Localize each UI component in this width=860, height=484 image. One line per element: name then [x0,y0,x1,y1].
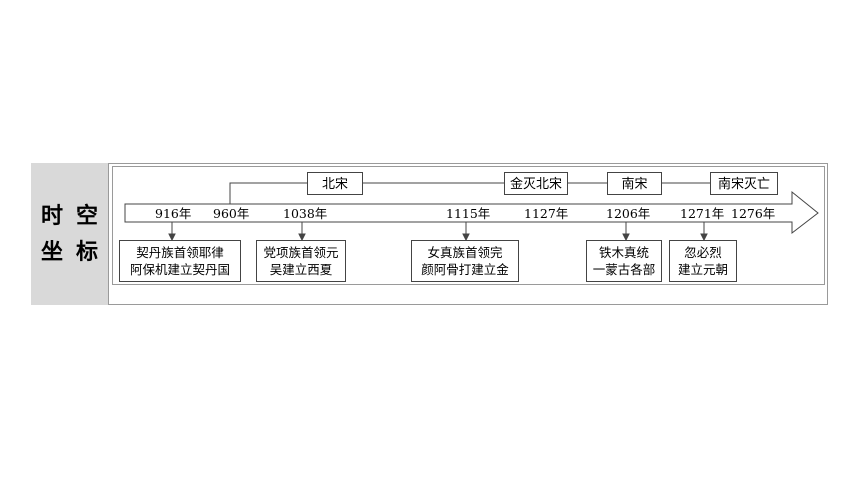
year-label: 1271年 [680,206,725,221]
period-connector [229,182,770,204]
event-line: 党项族首领元 [263,245,339,260]
event-line: 阿保机建立契丹国 [129,262,230,277]
event-box-mongol: 铁木真统 一蒙古各部 [586,240,662,282]
event-line: 一蒙古各部 [592,262,656,277]
period-box-south-song-falls: 南宋灭亡 [710,172,778,195]
year-label: 960年 [213,206,250,221]
event-line: 颜阿骨打建立金 [421,262,509,277]
year-label: 1115年 [446,206,491,221]
period-box-north-song: 北宋 [307,172,363,195]
event-box-western-xia: 党项族首领元 吴建立西夏 [256,240,346,282]
timeline-frame [112,166,825,285]
event-line: 铁木真统 [598,245,649,260]
event-line: 契丹族首领耶律 [136,245,224,260]
timeline-arrow [124,190,819,235]
side-title-band [31,163,109,305]
event-box-yuan: 忽必烈 建立元朝 [669,240,737,282]
period-box-jin-conquers-north-song: 金灭北宋 [504,172,568,195]
side-title-char: 空 [76,204,99,229]
side-title-char: 时 [41,204,64,229]
year-label: 1127年 [524,206,569,221]
event-line: 吴建立西夏 [269,262,333,277]
year-label: 1206年 [606,206,651,221]
year-label: 1038年 [283,206,328,221]
event-box-khitan: 契丹族首领耶律 阿保机建立契丹国 [119,240,241,282]
side-title-char: 标 [76,240,99,265]
event-line: 忽必烈 [684,245,722,260]
event-box-jin: 女真族首领完 颜阿骨打建立金 [411,240,519,282]
year-label: 1276年 [731,206,776,221]
year-label: 916年 [155,206,192,221]
side-title-char: 坐 [41,240,64,265]
period-box-south-song: 南宋 [607,172,662,195]
event-line: 女真族首领完 [427,245,503,260]
event-line: 建立元朝 [677,262,728,277]
